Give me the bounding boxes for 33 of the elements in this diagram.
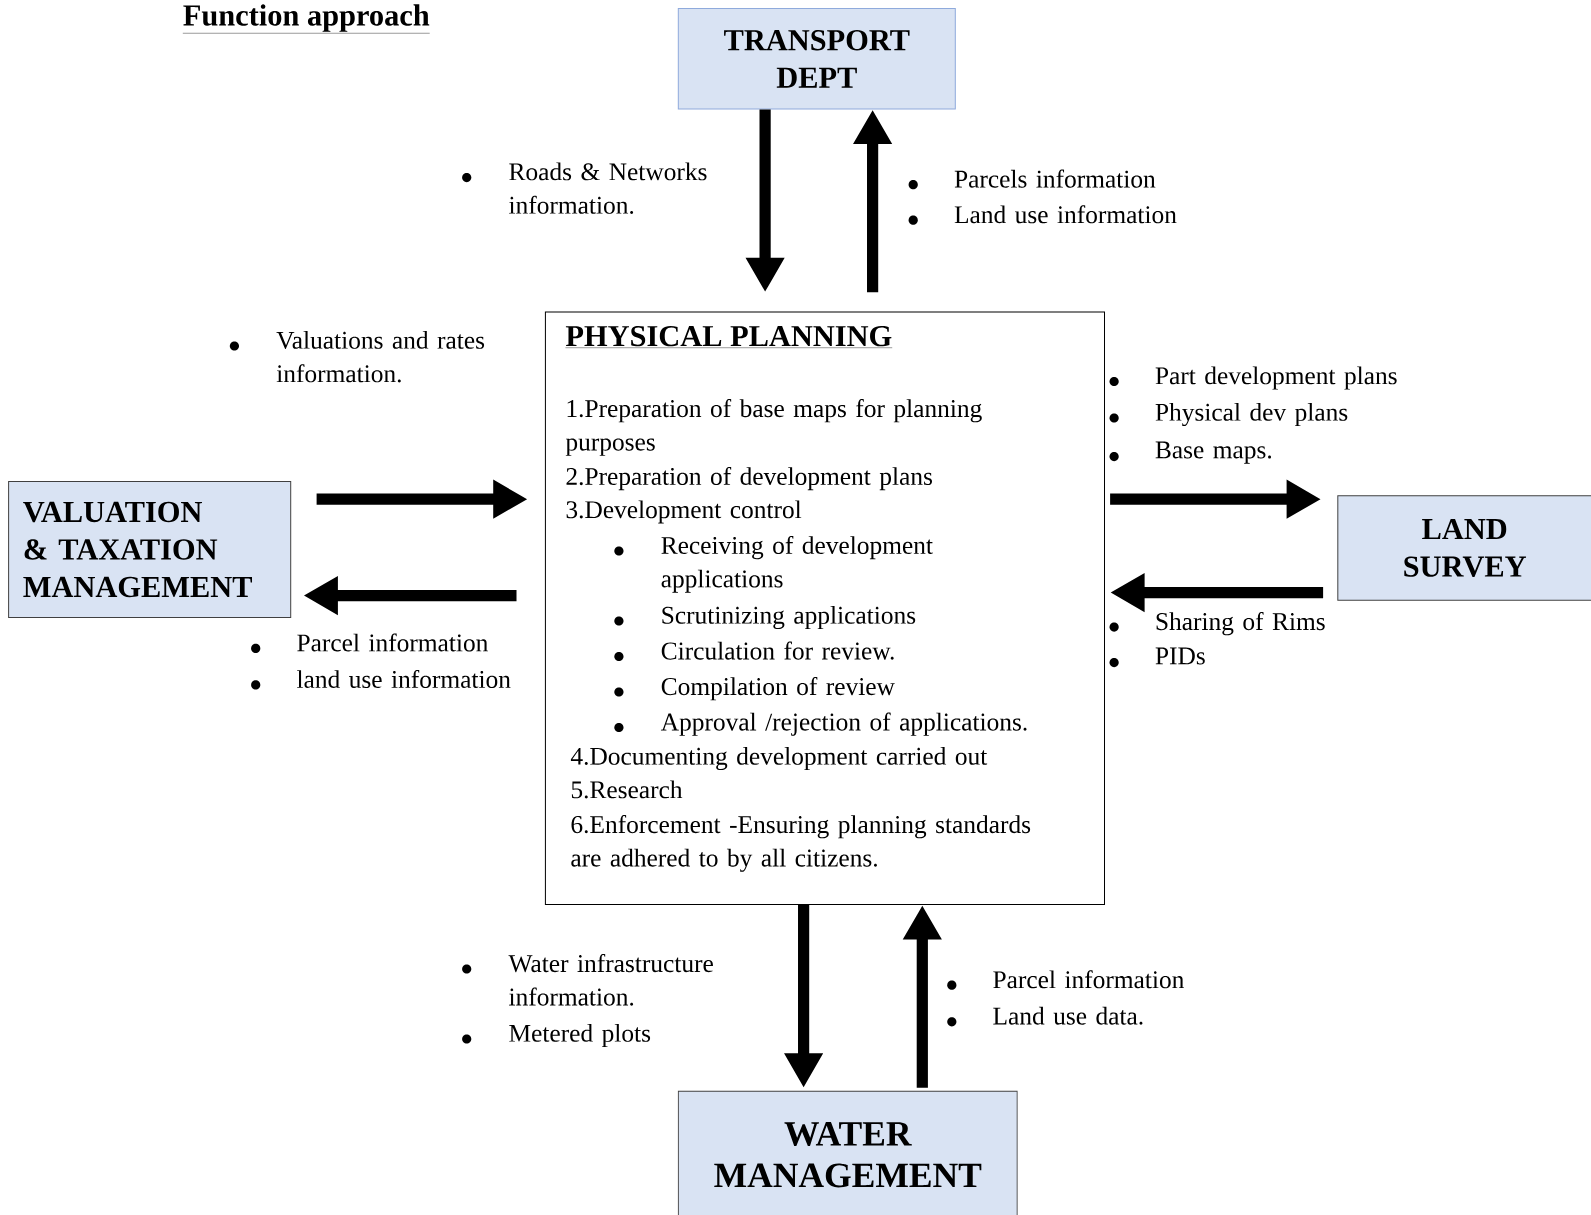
bullet-note: Metered plots bbox=[462, 1024, 651, 1048]
list-item: 4.Documenting development carried out bbox=[570, 747, 988, 771]
department-box: LAND SURVEY bbox=[1337, 495, 1591, 601]
bullet-note: Roads & Networks information. bbox=[462, 162, 707, 214]
list-item: 6.Enforcement -Ensuring planning standards are adhered to by all citizens. bbox=[571, 815, 1031, 872]
title: Function approach bbox=[182, 4, 430, 34]
bullet-note: Physical dev plans bbox=[1109, 403, 1348, 427]
list-item: 2.Preparation of development plans bbox=[566, 466, 932, 491]
department-box: WATER MANAGEMENT bbox=[677, 1090, 1018, 1215]
bullet-note: Parcel information bbox=[947, 970, 1184, 990]
bullet-note: Parcel information bbox=[251, 633, 488, 653]
bullet-item: Compilation of review bbox=[614, 677, 895, 701]
bullet-note: land use information bbox=[251, 669, 511, 690]
department-box: VALUATION & TAXATION MANAGEMENT bbox=[8, 481, 292, 618]
bullet-note: Land use information bbox=[908, 205, 1177, 225]
bullet-note: Part development plans bbox=[1109, 366, 1397, 390]
bullet-note: Base maps. bbox=[1109, 441, 1272, 464]
bullet-note: Sharing of Rims bbox=[1109, 612, 1325, 636]
bullet-note: PIDs bbox=[1109, 647, 1205, 668]
bullet-note: Valuations and rates information. bbox=[229, 331, 485, 383]
bullet-note: Land use data. bbox=[947, 1006, 1143, 1027]
heading: PHYSICAL PLANNING bbox=[565, 325, 893, 348]
bullet-item: Approval /rejection of applications. bbox=[614, 712, 1027, 736]
list-item: 5.Research bbox=[571, 780, 683, 799]
list-item: 1.Preparation of base maps for planning purposes bbox=[565, 399, 982, 456]
bullet-note: Water infrastructure information. bbox=[462, 954, 713, 1006]
list-item: 3.Development control bbox=[566, 500, 802, 524]
bullet-item: Receiving of development applications bbox=[614, 535, 933, 593]
bullet-note: Parcels information bbox=[908, 169, 1156, 190]
department-box: TRANSPORT DEPT bbox=[677, 8, 956, 110]
process-box bbox=[544, 311, 1105, 906]
bullet-item: Circulation for review. bbox=[614, 641, 894, 662]
bullet-item: Scrutinizing applications bbox=[614, 606, 916, 630]
